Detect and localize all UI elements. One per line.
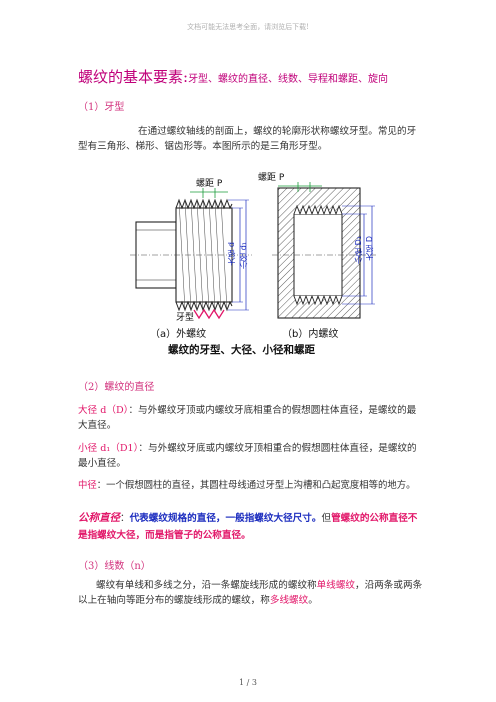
pitch-diameter-term: 中径 — [78, 480, 97, 491]
pitch-diameter-para: 中径：一个假想圆柱的直径，其圆柱母线通过牙型上沟槽和凸起宽度相等的地方。 — [78, 478, 423, 493]
minor-diameter-para: 小径 d₁（D1）：与外螺纹牙底或内螺纹牙顶相重合的假想圆柱体直径，是螺纹的最小… — [78, 441, 418, 471]
internal-thread — [272, 182, 376, 319]
section3-body-a: 螺纹有单线和多线之分，沿一条螺旋线形成的螺纹称 — [96, 580, 317, 591]
pitch-label-right: 螺距 P — [258, 173, 285, 183]
multi-thread-term: 多线螺纹 — [269, 595, 309, 606]
nominal-diameter-text-b: 管螺纹的公称直径不是指螺纹大径，而是指管子的公称直径。 — [78, 513, 418, 541]
thread-form-label: 牙型 — [176, 313, 195, 323]
pitch-diameter-text: ：一个假想圆柱的直径，其圆柱母线通过牙型上沟槽和凸起宽度相等的地方。 — [96, 480, 416, 491]
title-main: 螺纹的基本要素: — [78, 68, 189, 86]
header-note: 文档可能无法思考全面，请浏览后下载! — [187, 23, 309, 31]
major-diameter-text: ：与外螺纹牙顶或内螺纹牙底相重合的假想圆柱体直径，是螺纹的最大直径。 — [78, 405, 417, 431]
caption-external: （a）外螺纹 — [150, 329, 207, 340]
right-major-diameter-label: 大径 D — [365, 236, 374, 261]
thread-diagram-svg — [130, 182, 376, 320]
thread-diagram: 螺距 P 螺距 P 小径 d₁ 大径 d 小径 D₁ 大径 D 牙型 （a）外螺… — [128, 170, 378, 360]
major-diameter-para: 大径 d（D）：与外螺纹牙顶或内螺纹牙底相重合的假想圆柱体直径，是螺纹的最大直径… — [78, 403, 418, 433]
page-number: 1 / 3 — [239, 678, 257, 687]
page-title: 螺纹的基本要素:牙型、螺纹的直径、线数、导程和螺距、旋向 — [78, 66, 388, 87]
right-minor-diameter-label: 小径 D₁ — [354, 236, 363, 264]
section3-body: 螺纹有单线和多线之分，沿一条螺旋线形成的螺纹称单线螺纹，沿两条或两条以上在轴向等… — [78, 578, 423, 608]
nominal-diameter-colon: ： — [120, 513, 130, 524]
major-diameter-term: 大径 d（D） — [78, 405, 129, 416]
nominal-diameter-text-a: 代表螺纹规格的直径，一般指螺纹大径尺寸。 — [129, 513, 322, 524]
title-sub: 牙型、螺纹的直径、线数、导程和螺距、旋向 — [188, 74, 389, 85]
section3-heading: （3）线数（n） — [78, 561, 151, 572]
nominal-diameter-term: 公称直径 — [78, 512, 120, 524]
minor-diameter-term: 小径 d₁（D1） — [78, 443, 139, 454]
figure-caption: 螺纹的牙型、大径、小径和螺距 — [168, 344, 315, 356]
nominal-diameter-but: 但 — [321, 513, 332, 524]
minor-diameter-text: ：与外螺纹牙底或内螺纹牙顶相重合的假想圆柱体直径，是螺纹的最小直径。 — [78, 443, 417, 469]
section3-body-c: 。 — [308, 595, 318, 606]
left-minor-diameter-label: 小径 d₁ — [239, 242, 248, 269]
caption-internal: （b）内螺纹 — [282, 329, 339, 340]
section1-body: 在通过螺纹轴线的剖面上，螺纹的轮廓形状称螺纹牙型。常见的牙型有三角形、梯形、锯齿… — [78, 126, 417, 152]
nominal-diameter-para: 公称直径：代表螺纹规格的直径，一般指螺纹大径尺寸。但管螺纹的公称直径不是指螺纹大… — [78, 510, 423, 544]
single-thread-term: 单线螺纹 — [316, 580, 356, 591]
pitch-label-left: 螺距 P — [196, 179, 223, 189]
section1-heading: （1）牙型 — [78, 102, 125, 113]
section2-heading: （2）螺纹的直径 — [78, 382, 155, 393]
external-thread — [130, 188, 252, 320]
left-major-diameter-label: 大径 d — [227, 242, 236, 266]
section3-body-b: ，沿两条或两条以上在轴向等距分布的螺旋线形成的螺纹，称 — [78, 580, 423, 606]
